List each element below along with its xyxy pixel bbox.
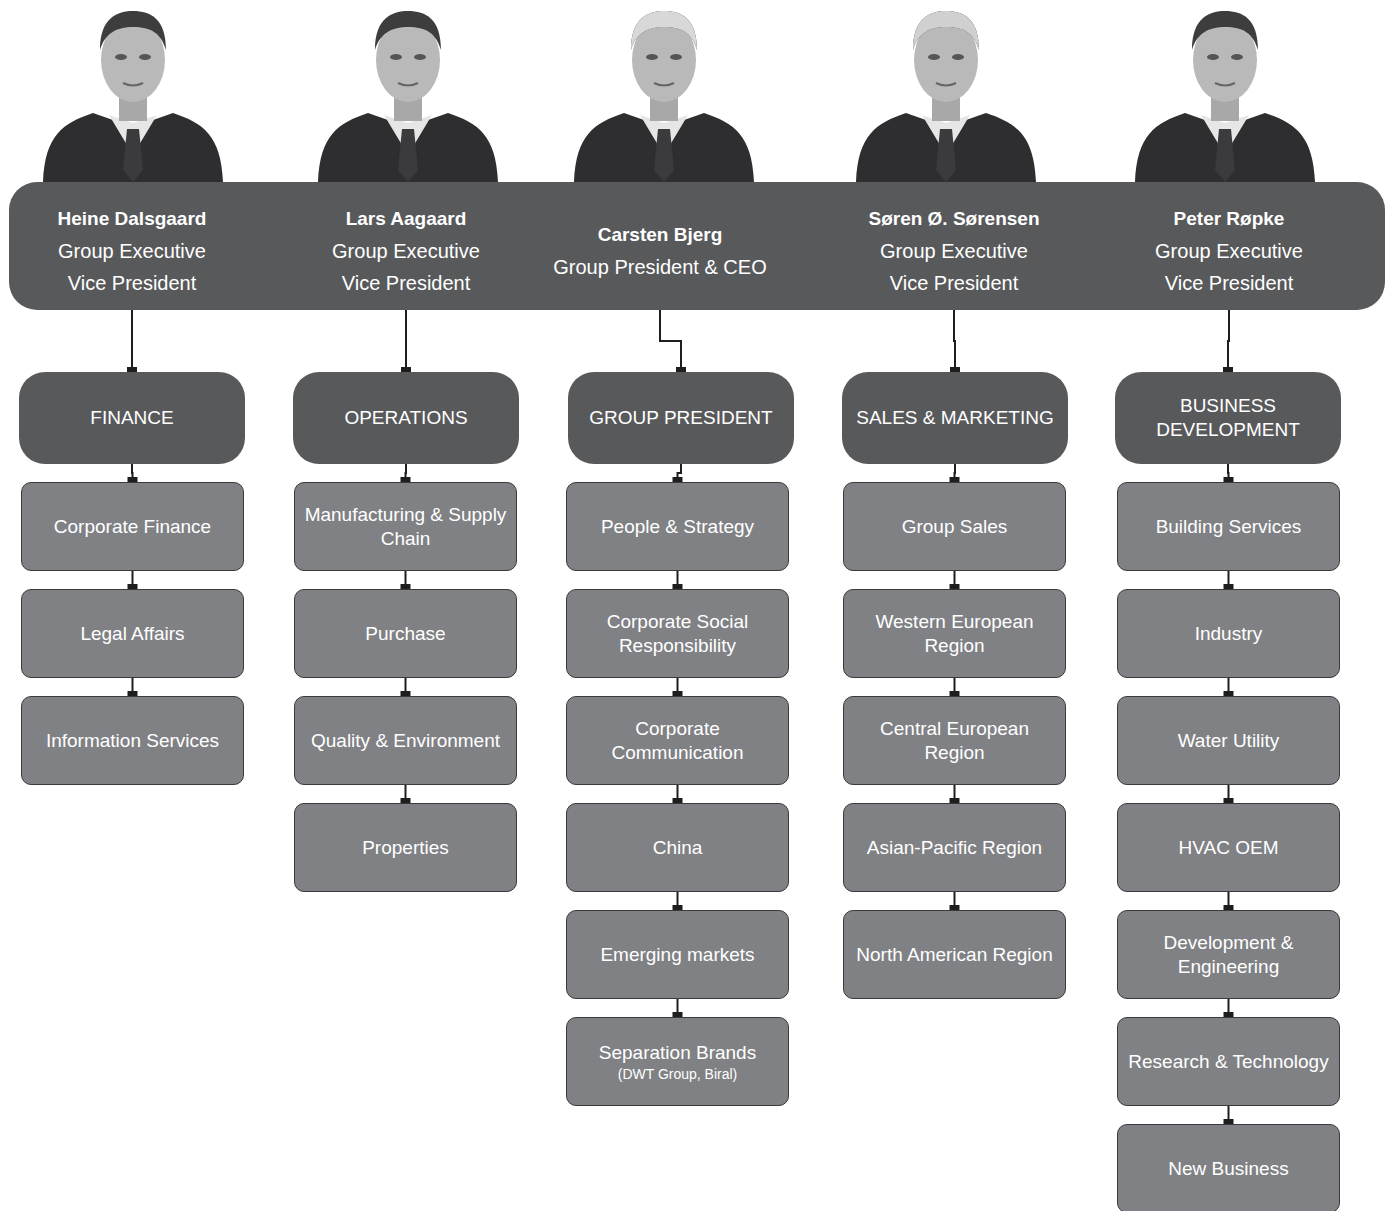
portrait: [574, 11, 754, 182]
org-connector: [1223, 310, 1233, 377]
unit-label: Corporate Communication: [575, 717, 780, 765]
unit-label: Separation Brands: [599, 1041, 756, 1065]
unit-label: Research & Technology: [1128, 1050, 1328, 1074]
unit-label: Quality & Environment: [311, 729, 500, 753]
portrait: [318, 11, 498, 182]
unit-label: Information Services: [46, 729, 219, 753]
executive-entry: Heine DalsgaardGroup Executive Vice Pres…: [2, 192, 262, 310]
unit-box: Research & Technology: [1117, 1017, 1340, 1106]
department-header: OPERATIONS: [293, 372, 519, 464]
unit-note: (DWT Group, Biral): [618, 1065, 738, 1083]
unit-label: Emerging markets: [600, 943, 754, 967]
person-title: Group Executive Vice President: [45, 235, 220, 299]
unit-box: Corporate Communication: [566, 696, 789, 785]
unit-box: North American Region: [843, 910, 1066, 999]
unit-label: Group Sales: [902, 515, 1008, 539]
unit-label: Manufacturing & Supply Chain: [303, 503, 508, 551]
unit-label: OPERATIONS: [344, 406, 467, 430]
department-header: GROUP PRESIDENT: [568, 372, 794, 464]
unit-label: Purchase: [365, 622, 445, 646]
unit-label: Properties: [362, 836, 449, 860]
portrait: [1135, 11, 1315, 182]
unit-label: China: [653, 836, 703, 860]
executive-band: [9, 182, 1385, 310]
unit-label: Building Services: [1156, 515, 1302, 539]
person-name: Søren Ø. Sørensen: [868, 203, 1039, 235]
unit-box: Industry: [1117, 589, 1340, 678]
person-name: Carsten Bjerg: [598, 219, 723, 251]
unit-box: Building Services: [1117, 482, 1340, 571]
department-header: FINANCE: [19, 372, 245, 464]
person-title: Group Executive Vice President: [319, 235, 494, 299]
unit-label: People & Strategy: [601, 515, 754, 539]
unit-box: People & Strategy: [566, 482, 789, 571]
unit-label: Corporate Social Responsibility: [575, 610, 780, 658]
unit-box: Group Sales: [843, 482, 1066, 571]
unit-box: Separation Brands(DWT Group, Biral): [566, 1017, 789, 1106]
unit-label: Corporate Finance: [54, 515, 211, 539]
unit-box: Emerging markets: [566, 910, 789, 999]
department-header: BUSINESS DEVELOPMENT: [1115, 372, 1341, 464]
unit-box: Asian-Pacific Region: [843, 803, 1066, 892]
unit-box: Corporate Finance: [21, 482, 244, 571]
org-connector: [950, 310, 960, 377]
unit-box: Development & Engineering: [1117, 910, 1340, 999]
unit-box: Properties: [294, 803, 517, 892]
unit-box: Information Services: [21, 696, 244, 785]
unit-box: New Business: [1117, 1124, 1340, 1211]
unit-label: Development & Engineering: [1126, 931, 1331, 979]
unit-label: New Business: [1168, 1157, 1288, 1181]
person-title: Group Executive Vice President: [1142, 235, 1317, 299]
unit-label: Legal Affairs: [80, 622, 184, 646]
unit-label: HVAC OEM: [1179, 836, 1279, 860]
unit-label: SALES & MARKETING: [856, 406, 1053, 430]
unit-label: BUSINESS DEVELOPMENT: [1123, 394, 1333, 442]
unit-label: Western European Region: [852, 610, 1057, 658]
unit-box: Legal Affairs: [21, 589, 244, 678]
unit-box: Corporate Social Responsibility: [566, 589, 789, 678]
department-header: SALES & MARKETING: [842, 372, 1068, 464]
person-title: Group Executive Vice President: [867, 235, 1042, 299]
unit-label: Industry: [1195, 622, 1263, 646]
unit-box: Manufacturing & Supply Chain: [294, 482, 517, 571]
person-name: Heine Dalsgaard: [58, 203, 207, 235]
executive-entry: Søren Ø. SørensenGroup Executive Vice Pr…: [824, 192, 1084, 310]
executive-entry: Peter RøpkeGroup Executive Vice Presiden…: [1099, 192, 1359, 310]
unit-label: Central European Region: [852, 717, 1057, 765]
org-connector: [660, 310, 686, 377]
org-connector: [127, 310, 137, 377]
unit-box: China: [566, 803, 789, 892]
unit-box: Quality & Environment: [294, 696, 517, 785]
unit-box: HVAC OEM: [1117, 803, 1340, 892]
person-name: Peter Røpke: [1174, 203, 1285, 235]
unit-box: Central European Region: [843, 696, 1066, 785]
unit-box: Western European Region: [843, 589, 1066, 678]
unit-label: Asian-Pacific Region: [867, 836, 1042, 860]
unit-label: Water Utility: [1178, 729, 1280, 753]
org-connector: [401, 310, 411, 377]
unit-label: North American Region: [856, 943, 1052, 967]
executive-entry: Carsten BjergGroup President & CEO: [530, 192, 790, 310]
executive-entry: Lars AagaardGroup Executive Vice Preside…: [276, 192, 536, 310]
person-title: Group President & CEO: [540, 251, 780, 283]
portrait: [856, 11, 1036, 182]
unit-label: FINANCE: [90, 406, 173, 430]
unit-box: Purchase: [294, 589, 517, 678]
portrait: [43, 11, 223, 182]
unit-box: Water Utility: [1117, 696, 1340, 785]
unit-label: GROUP PRESIDENT: [589, 406, 772, 430]
person-name: Lars Aagaard: [346, 203, 467, 235]
